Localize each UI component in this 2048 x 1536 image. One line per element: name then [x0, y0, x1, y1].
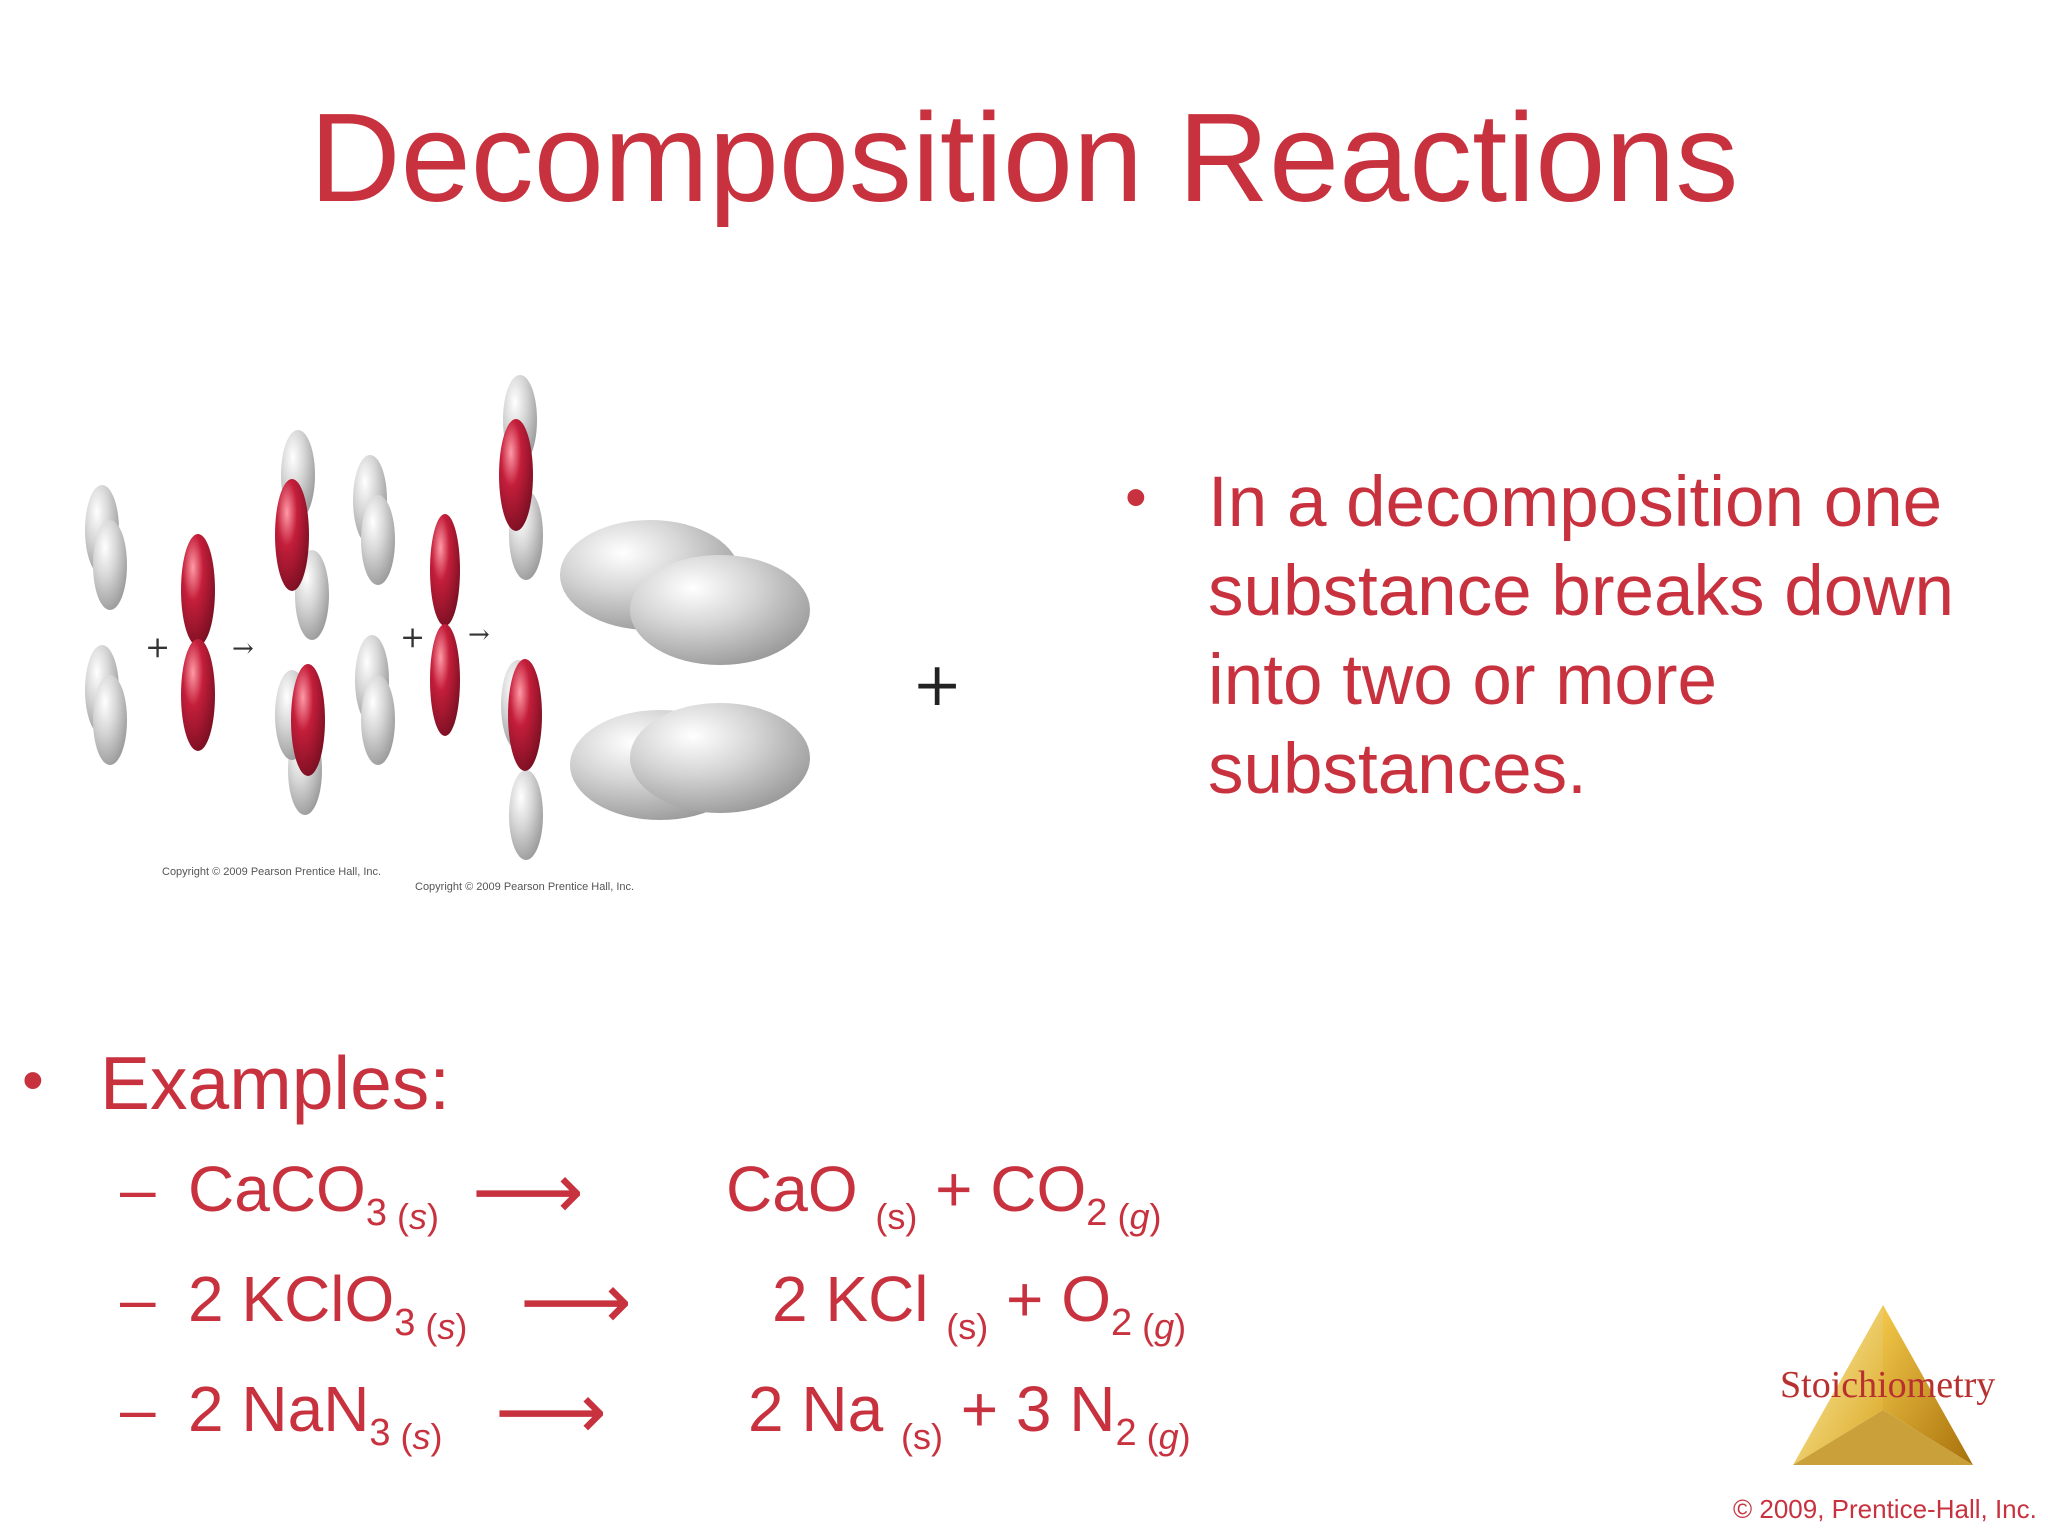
svg-text:+: + [400, 620, 425, 655]
svg-text:+: + [145, 630, 170, 665]
slide-title: Decomposition Reactions [309, 87, 1739, 228]
reaction-arrow: ⟶ [520, 1257, 632, 1345]
water-molecule [275, 430, 329, 815]
oxygen-molecule-red [430, 514, 460, 736]
description-text: In a decomposition one substance breaks … [1208, 463, 1954, 809]
oxygen-molecule-red [181, 534, 215, 751]
dash: – [120, 1373, 156, 1445]
products: CaO (s) + CO2 (g) [726, 1153, 1162, 1237]
hydrogen-molecule-flat [560, 520, 810, 820]
stoichiometry-logo-icon [1793, 1305, 1973, 1465]
products: 2 Na (s) + 3 N2 (g) [748, 1373, 1191, 1457]
copyright-text: © 2009, Prentice-Hall, Inc. [1733, 1494, 2037, 1524]
plus-sign: + [912, 650, 963, 720]
bullet-icon: • [22, 1046, 44, 1115]
examples-heading: Examples: [100, 1041, 451, 1125]
dash: – [120, 1263, 156, 1335]
reaction-arrow: ⟶ [472, 1147, 584, 1235]
water-molecule [499, 375, 543, 860]
svg-text:→: → [468, 620, 490, 650]
illustration-copyright: Copyright © 2009 Pearson Prentice Hall, … [162, 866, 381, 878]
reactant: CaCO3 (s) [188, 1153, 439, 1237]
products: 2 KCl (s) + O2 (g) [772, 1263, 1187, 1347]
hydrogen-atom [85, 485, 127, 765]
svg-text:→: → [232, 634, 254, 664]
decomposition-molecule-illustration: + → + → Copyright © 2009 Pearson Pre [85, 375, 810, 893]
logo-text: Stoichiometry [1780, 1364, 1996, 1406]
hydrogen-atom [353, 455, 395, 765]
reaction-arrow: ⟶ [495, 1367, 607, 1455]
reactant: 2 KClO3 (s) [188, 1263, 468, 1347]
illustration-copyright-2: Copyright © 2009 Pearson Prentice Hall, … [415, 881, 634, 893]
bullet-icon: • [1125, 463, 1147, 532]
dash: – [120, 1153, 156, 1225]
reactant: 2 NaN3 (s) [188, 1373, 443, 1457]
